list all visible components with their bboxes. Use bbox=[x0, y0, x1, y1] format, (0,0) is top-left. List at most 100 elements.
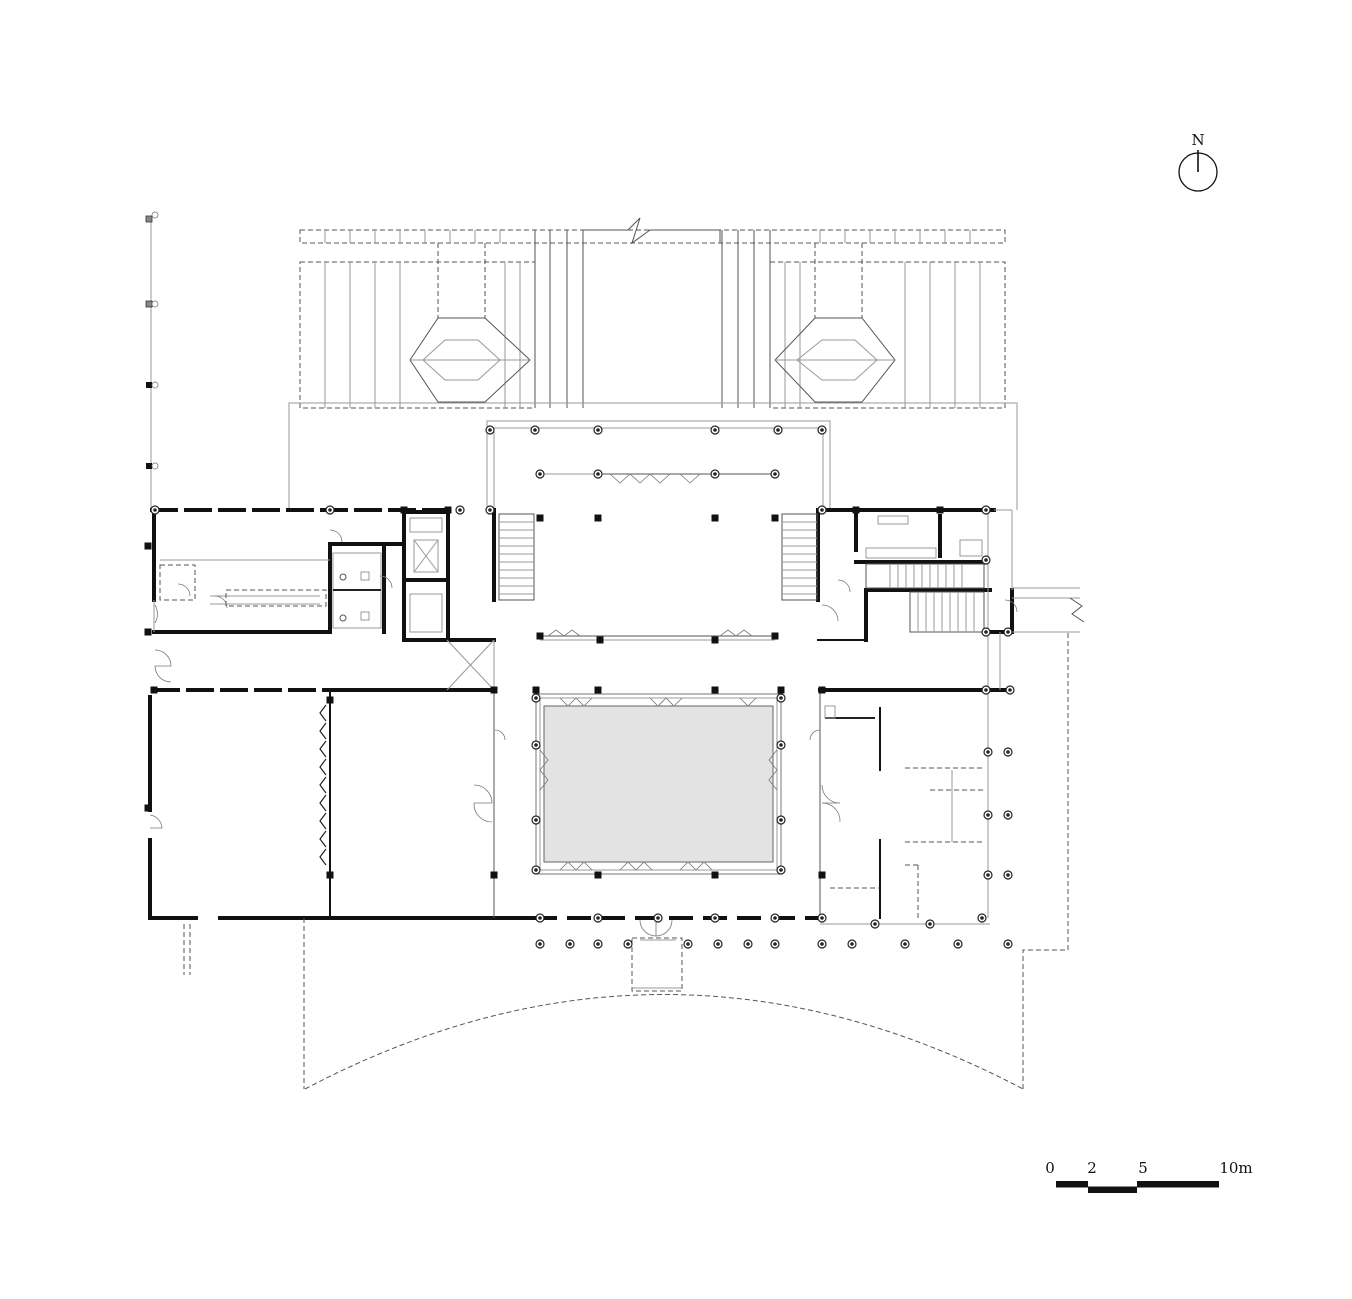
column-round-core-26 bbox=[820, 916, 824, 920]
pilaster-7 bbox=[319, 830, 327, 848]
column-round-core-42 bbox=[980, 916, 984, 920]
column-round-core-23 bbox=[656, 916, 660, 920]
scale-tick-2: 2 bbox=[1087, 1159, 1097, 1177]
scale-tick-0: 0 bbox=[1045, 1159, 1055, 1177]
column-round-core-34 bbox=[773, 942, 777, 946]
column-round-core-31 bbox=[686, 942, 690, 946]
west-stair bbox=[498, 513, 535, 601]
column-round-core-19 bbox=[984, 688, 988, 692]
column-round-core-13 bbox=[713, 472, 717, 476]
pilaster-1 bbox=[319, 722, 327, 740]
column-square-13 bbox=[596, 636, 604, 644]
interior-partitions bbox=[153, 509, 1085, 1089]
column-round-core-52 bbox=[779, 868, 783, 872]
column-round-core-33 bbox=[746, 942, 750, 946]
column-square-6 bbox=[490, 686, 498, 694]
column-round-core-0 bbox=[488, 428, 492, 432]
column-round-core-28 bbox=[568, 942, 572, 946]
column-square-24 bbox=[400, 506, 408, 514]
column-square-7 bbox=[490, 871, 498, 879]
scale-bar: 0 2 5 10m bbox=[1045, 1159, 1253, 1193]
column-grid bbox=[144, 425, 1015, 949]
column-round-core-11 bbox=[538, 472, 542, 476]
column-square-11 bbox=[771, 514, 779, 522]
column-round-core-40 bbox=[873, 922, 877, 926]
column-round-core-36 bbox=[850, 942, 854, 946]
pilaster-6 bbox=[319, 812, 327, 830]
east-service-stair bbox=[865, 563, 985, 633]
column-round-core-51 bbox=[534, 868, 538, 872]
column-round-core-50 bbox=[779, 696, 783, 700]
pilaster-8 bbox=[319, 848, 327, 866]
north-hall bbox=[540, 473, 775, 641]
column-square-25 bbox=[444, 506, 452, 514]
column-square-10 bbox=[711, 514, 719, 522]
column-round-core-4 bbox=[776, 428, 780, 432]
column-round-core-9 bbox=[328, 508, 332, 512]
column-square-1 bbox=[144, 628, 152, 636]
east-stair bbox=[781, 513, 818, 601]
door-swings bbox=[149, 529, 1018, 937]
pilaster-3 bbox=[319, 758, 327, 776]
column-square-20 bbox=[594, 871, 602, 879]
column-square-0 bbox=[144, 542, 152, 550]
column-round-core-25 bbox=[773, 916, 777, 920]
column-square-21 bbox=[711, 871, 719, 879]
north-stepped-platform bbox=[299, 217, 1006, 409]
scale-tick-5: 5 bbox=[1138, 1159, 1148, 1177]
column-round-core-38 bbox=[956, 942, 960, 946]
scale-tick-10m: 10m bbox=[1219, 1159, 1252, 1177]
column-round-core-46 bbox=[1006, 813, 1010, 817]
column-square-3 bbox=[144, 804, 152, 812]
column-round-core-43 bbox=[986, 750, 990, 754]
column-square-22 bbox=[818, 686, 826, 694]
column-round-core-2 bbox=[596, 428, 600, 432]
column-round-core-53 bbox=[534, 818, 538, 822]
column-square-19 bbox=[777, 686, 785, 694]
column-round-core-24 bbox=[713, 916, 717, 920]
south-entry-porch bbox=[631, 937, 683, 992]
south-plaza-outline bbox=[304, 632, 1069, 1090]
column-round-core-10 bbox=[458, 508, 462, 512]
column-square-2 bbox=[150, 686, 158, 694]
west-column-markers bbox=[145, 211, 159, 510]
column-square-17 bbox=[711, 686, 719, 694]
column-round-core-20 bbox=[1008, 688, 1012, 692]
pilaster-2 bbox=[319, 740, 327, 758]
column-square-5 bbox=[326, 871, 334, 879]
column-round-core-5 bbox=[820, 428, 824, 432]
pilaster-5 bbox=[319, 794, 327, 812]
column-round-core-18 bbox=[1006, 630, 1010, 634]
column-square-14 bbox=[711, 636, 719, 644]
central-courtyard bbox=[535, 693, 782, 875]
column-square-23 bbox=[818, 871, 826, 879]
north-arrow: N bbox=[1178, 131, 1218, 192]
column-round-core-44 bbox=[1006, 750, 1010, 754]
column-round-core-3 bbox=[713, 428, 717, 432]
column-square-18 bbox=[532, 686, 540, 694]
column-round-core-45 bbox=[986, 813, 990, 817]
column-round-core-17 bbox=[984, 630, 988, 634]
column-round-core-30 bbox=[626, 942, 630, 946]
column-round-core-12 bbox=[596, 472, 600, 476]
column-round-core-8 bbox=[153, 508, 157, 512]
column-square-26 bbox=[936, 506, 944, 514]
column-square-12 bbox=[536, 632, 544, 640]
column-square-15 bbox=[771, 632, 779, 640]
column-round-core-47 bbox=[986, 873, 990, 877]
column-round-core-35 bbox=[820, 942, 824, 946]
column-round-core-29 bbox=[596, 942, 600, 946]
column-round-core-6 bbox=[488, 508, 492, 512]
column-round-core-54 bbox=[779, 818, 783, 822]
north-terrace-outline bbox=[288, 402, 1018, 510]
column-round-core-41 bbox=[928, 922, 932, 926]
column-round-core-1 bbox=[533, 428, 537, 432]
column-round-core-7 bbox=[820, 508, 824, 512]
column-round-core-22 bbox=[596, 916, 600, 920]
column-round-core-21 bbox=[538, 916, 542, 920]
column-round-core-32 bbox=[716, 942, 720, 946]
pilaster-4 bbox=[319, 776, 327, 794]
column-round-core-14 bbox=[773, 472, 777, 476]
north-label: N bbox=[1191, 131, 1204, 149]
